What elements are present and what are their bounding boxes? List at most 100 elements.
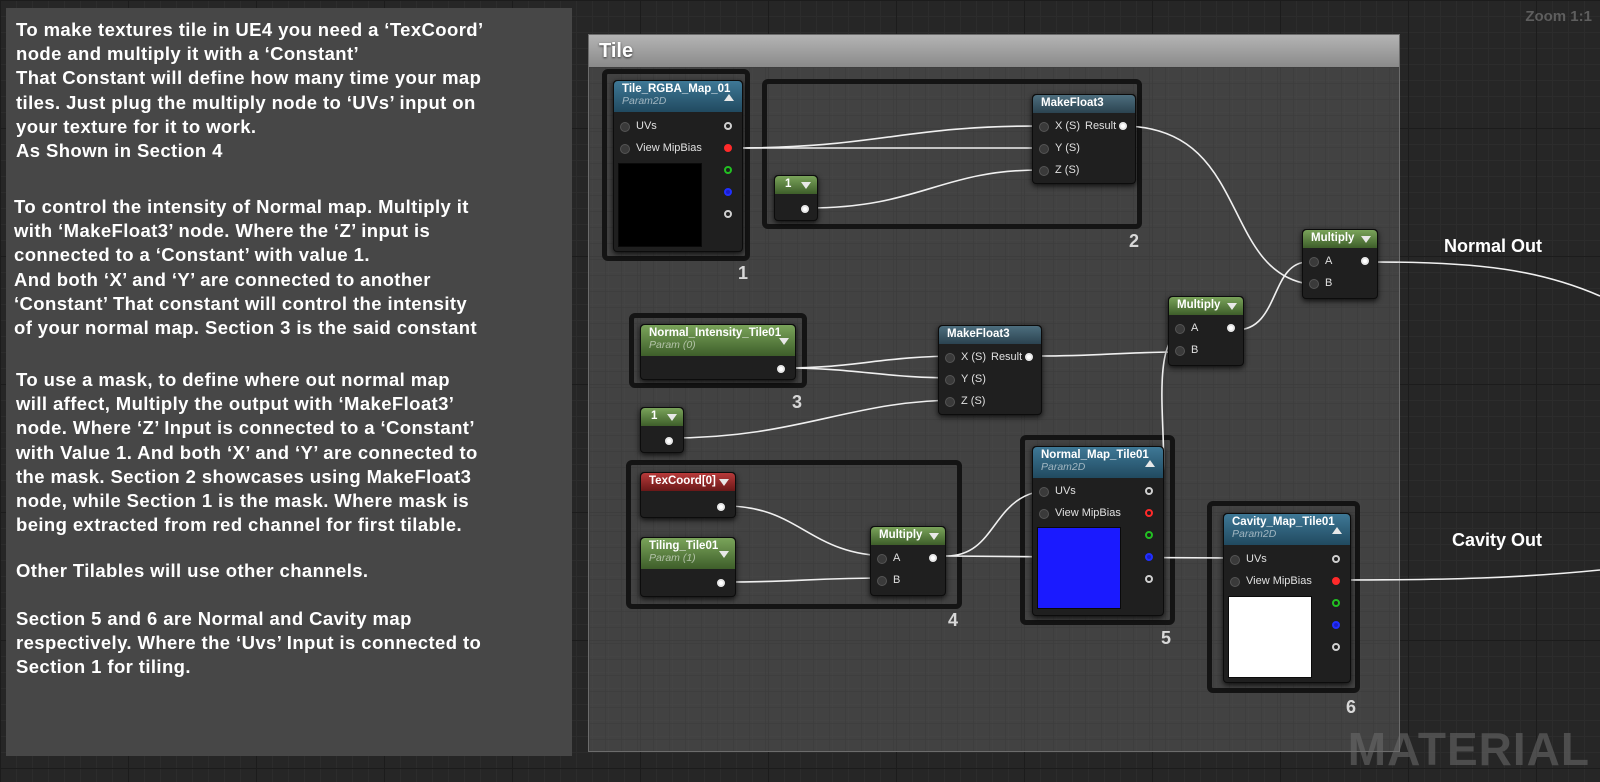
output-pin-rgb[interactable] — [1145, 487, 1153, 495]
collapse-arrow-icon[interactable] — [929, 533, 939, 540]
note-other-tilables: Other Tilables will use other channels. — [16, 560, 369, 581]
node-texcoord[interactable]: TexCoord[0] — [640, 472, 736, 518]
node-header[interactable]: Multiply — [871, 527, 945, 545]
collapse-arrow-icon[interactable] — [719, 550, 729, 558]
collapse-arrow-icon[interactable] — [779, 337, 789, 345]
collapse-arrow-icon[interactable] — [724, 93, 734, 101]
output-pin-result[interactable] — [1361, 257, 1369, 265]
input-pin-b[interactable]: B — [1307, 276, 1332, 290]
section-1-number: 1 — [738, 263, 749, 283]
section-6-frame[interactable] — [1207, 501, 1360, 693]
node-header[interactable]: Normal_Map_Tile01 Param2D — [1033, 447, 1163, 478]
node-header[interactable]: TexCoord[0] — [641, 473, 735, 491]
output-pin-blue[interactable] — [724, 188, 732, 196]
output-pin-red[interactable] — [1332, 577, 1340, 585]
output-pin-green[interactable] — [1145, 531, 1153, 539]
input-pin-x[interactable]: X (S) — [1037, 119, 1080, 133]
collapse-arrow-icon[interactable] — [667, 414, 677, 421]
node-cavity-map[interactable]: Cavity_Map_Tile01 Param2D UVs View MipBi… — [1223, 513, 1351, 683]
output-pin-result[interactable] — [1119, 122, 1127, 130]
section-4-number: 4 — [948, 610, 959, 630]
note-mask: To use a mask, to define where out norma… — [16, 369, 478, 536]
input-pin-uvs[interactable]: UVs — [618, 119, 657, 133]
output-pin-result[interactable] — [929, 554, 937, 562]
collapse-arrow-icon[interactable] — [1361, 236, 1371, 243]
material-watermark: MATERIAL — [1347, 723, 1590, 775]
node-header[interactable]: 1 — [641, 408, 683, 426]
input-pin-z[interactable]: Z (S) — [1037, 163, 1079, 177]
node-constant-top[interactable]: 1 — [774, 175, 818, 221]
node-header[interactable]: 1 — [775, 176, 817, 194]
node-multiply-bottom[interactable]: Multiply A B — [870, 526, 946, 596]
output-pin-result[interactable] — [1025, 353, 1033, 361]
node-header[interactable]: Tiling_Tile01 Param (1) — [641, 538, 735, 569]
input-pin-a[interactable]: A — [1307, 254, 1332, 268]
output-pin-rgb[interactable] — [724, 122, 732, 130]
output-pin-green[interactable] — [724, 166, 732, 174]
output-pin-value[interactable] — [665, 437, 673, 445]
input-pin-x[interactable]: X (S) — [943, 350, 986, 364]
input-pin-a[interactable]: A — [1173, 321, 1198, 335]
texture-preview-white — [1228, 596, 1312, 678]
output-pin-value[interactable] — [717, 579, 725, 587]
node-header[interactable]: MakeFloat3 — [1033, 95, 1135, 113]
node-tiling[interactable]: Tiling_Tile01 Param (1) — [640, 537, 736, 597]
node-subtitle: Param (1) — [649, 552, 696, 564]
input-pin-z[interactable]: Z (S) — [943, 394, 985, 408]
output-pin-rgb[interactable] — [1332, 555, 1340, 563]
node-header[interactable]: Multiply — [1169, 297, 1243, 315]
input-pin-view-mipbias[interactable]: View MipBias — [618, 141, 702, 155]
output-pin-alpha[interactable] — [724, 210, 732, 218]
input-pin-b[interactable]: B — [875, 573, 900, 587]
input-pin-b[interactable]: B — [1173, 343, 1198, 357]
section-3-frame[interactable] — [629, 313, 807, 388]
output-pin-value[interactable] — [801, 205, 809, 213]
collapse-arrow-icon[interactable] — [719, 479, 729, 486]
node-header[interactable]: Tile_RGBA_Map_01 Param2D — [614, 81, 742, 112]
node-multiply-middle[interactable]: Multiply A B — [1168, 296, 1244, 366]
section-1-frame[interactable] — [602, 69, 750, 261]
node-multiply-top[interactable]: Multiply A B — [1302, 229, 1378, 299]
note-normal-intensity: To control the intensity of Normal map. … — [14, 196, 478, 339]
input-pin-uvs[interactable]: UVs — [1037, 484, 1076, 498]
node-header[interactable]: Cavity_Map_Tile01 Param2D — [1224, 514, 1350, 545]
collapse-arrow-icon[interactable] — [1145, 459, 1155, 467]
node-header[interactable]: Multiply — [1303, 230, 1377, 248]
input-pin-a[interactable]: A — [875, 551, 900, 565]
node-header[interactable]: Normal_Intensity_Tile01 Param (0) — [641, 325, 795, 356]
node-tile-rgba-map[interactable]: Tile_RGBA_Map_01 Param2D UVs View MipBia… — [613, 80, 743, 252]
node-normal-map[interactable]: Normal_Map_Tile01 Param2D UVs View MipBi… — [1032, 446, 1164, 616]
output-pin-result[interactable] — [1227, 324, 1235, 332]
input-pin-uvs[interactable]: UVs — [1228, 552, 1267, 566]
output-pin-alpha[interactable] — [1145, 575, 1153, 583]
collapse-arrow-icon[interactable] — [801, 182, 811, 189]
collapse-arrow-icon[interactable] — [1332, 526, 1342, 534]
node-title: Multiply — [879, 529, 923, 541]
node-title: Normal_Map_Tile01 — [1041, 449, 1149, 461]
node-makefloat3-top[interactable]: MakeFloat3 X (S) Result Y (S) Z (S) — [1032, 94, 1136, 184]
output-pin-blue[interactable] — [1332, 621, 1340, 629]
node-title: Multiply — [1311, 232, 1355, 244]
input-pin-y[interactable]: Y (S) — [1037, 141, 1080, 155]
output-pin-uv[interactable] — [717, 503, 725, 511]
node-normal-intensity[interactable]: Normal_Intensity_Tile01 Param (0) — [640, 324, 796, 380]
node-constant-middle[interactable]: 1 — [640, 407, 684, 453]
input-pin-y[interactable]: Y (S) — [943, 372, 986, 386]
output-pin-red[interactable] — [724, 144, 732, 152]
output-pin-green[interactable] — [1332, 599, 1340, 607]
input-pin-view-mipbias[interactable]: View MipBias — [1037, 506, 1121, 520]
node-header[interactable]: MakeFloat3 — [939, 326, 1041, 344]
output-pin-blue[interactable] — [1145, 553, 1153, 561]
collapse-arrow-icon[interactable] — [1227, 303, 1237, 310]
node-title: MakeFloat3 — [947, 328, 1010, 340]
output-pin-value[interactable] — [777, 365, 785, 373]
notes-panel — [6, 8, 572, 756]
node-title: Tile_RGBA_Map_01 — [622, 83, 731, 95]
node-title: Cavity_Map_Tile01 — [1232, 516, 1335, 528]
input-pin-view-mipbias[interactable]: View MipBias — [1228, 574, 1312, 588]
node-title: Multiply — [1177, 299, 1221, 311]
node-makefloat3-middle[interactable]: MakeFloat3 X (S) Result Y (S) Z (S) — [938, 325, 1042, 415]
output-pin-red[interactable] — [1145, 509, 1153, 517]
comment-title[interactable]: Tile — [589, 35, 1399, 67]
output-pin-alpha[interactable] — [1332, 643, 1340, 651]
